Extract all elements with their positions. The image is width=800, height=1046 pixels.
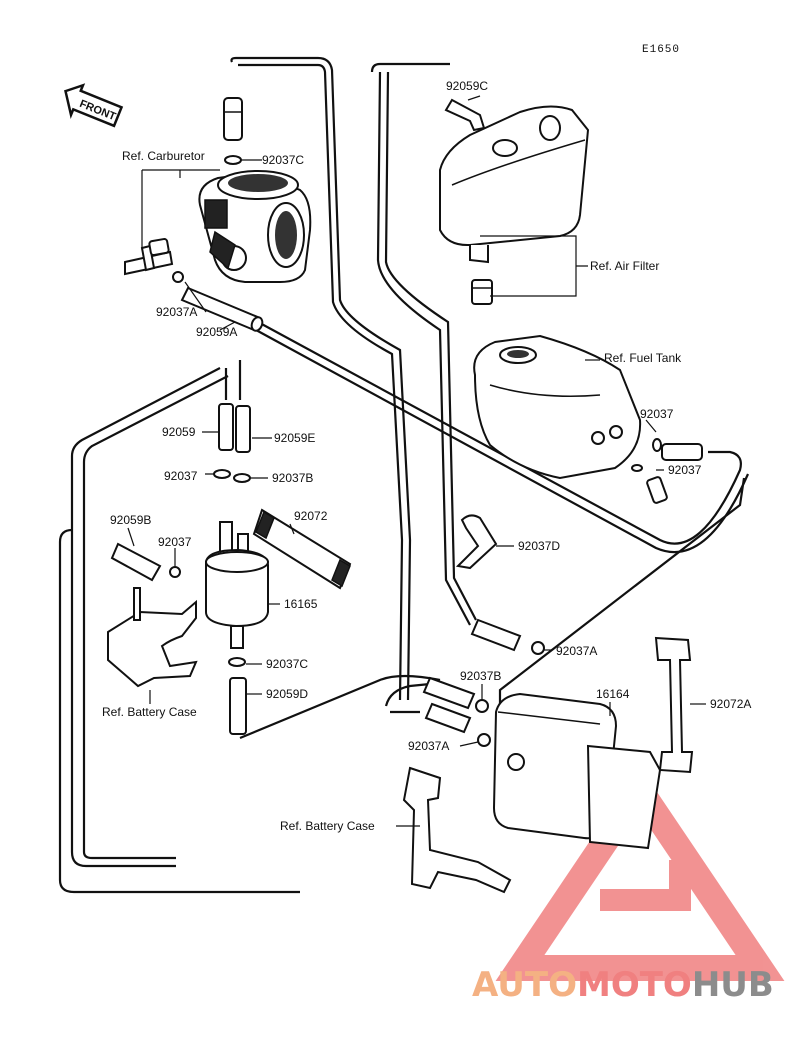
hose-routing	[58, 56, 750, 894]
diagram-code: E1650	[642, 44, 680, 56]
front-arrow-icon: FRONT	[64, 83, 124, 128]
label-92072: 92072	[294, 509, 328, 523]
carburetor	[198, 170, 312, 283]
elbow-92059c	[444, 98, 486, 132]
label-ref-carburetor: Ref. Carburetor	[122, 149, 205, 163]
label-92059a: 92059A	[196, 325, 237, 339]
label-92037c-top: 92037C	[262, 153, 304, 167]
strap-92072a	[654, 636, 694, 774]
hose-92059e	[235, 405, 251, 453]
label-92059b: 92059B	[110, 513, 151, 527]
hose-92059	[218, 403, 234, 451]
label-92059e: 92059E	[274, 431, 315, 445]
clamp-92037c-low	[228, 657, 246, 667]
clamp-92037a-top	[172, 271, 184, 283]
watermark-logo	[495, 766, 785, 981]
label-16164: 16164	[596, 687, 630, 701]
hose-fitting-top	[223, 97, 243, 165]
clamps-92037-92037b	[213, 469, 251, 483]
hoses-92037b-right	[422, 676, 491, 747]
watermark-text: AUTOMOTOHUB	[472, 965, 774, 1005]
label-ref-battery-case-2: Ref. Battery Case	[280, 819, 375, 833]
hose-92059d	[229, 677, 247, 735]
label-92037c-low: 92037C	[266, 657, 308, 671]
label-ref-fuel-tank: Ref. Fuel Tank	[604, 351, 682, 365]
hose-92037a-right	[470, 618, 545, 655]
label-92059: 92059	[162, 425, 196, 439]
label-ref-air-filter: Ref. Air Filter	[590, 259, 659, 273]
air-filter-housing	[439, 105, 590, 264]
fuel-filter-16165	[205, 521, 269, 649]
label-92037a-bottom: 92037A	[408, 739, 449, 753]
strap-92037d	[455, 514, 498, 570]
t-fitting	[124, 238, 174, 276]
label-92059c: 92059C	[446, 79, 488, 93]
label-92037a-top: 92037A	[156, 305, 197, 319]
air-filter-fitting	[471, 279, 493, 305]
hose-92059a	[180, 286, 264, 332]
label-92037d: 92037D	[518, 539, 560, 553]
label-ref-battery-case-1: Ref. Battery Case	[102, 705, 197, 719]
strap-92072	[252, 508, 352, 590]
fuel-tank	[473, 334, 642, 480]
label-92037a-right: 92037A	[556, 644, 597, 658]
watermark-auto: AUTO	[472, 965, 577, 1005]
label-92059d: 92059D	[266, 687, 308, 701]
label-92072a: 92072A	[710, 697, 751, 711]
watermark-hub: HUB	[692, 965, 774, 1005]
label-92037-filter: 92037	[158, 535, 192, 549]
canister-16164	[492, 692, 662, 850]
leader-lines	[127, 95, 706, 827]
label-92037-tank-b: 92037	[668, 463, 702, 477]
label-92037-left: 92037	[164, 469, 198, 483]
battery-case-bracket-left	[107, 587, 198, 688]
battery-case-bracket-bottom	[402, 766, 512, 894]
clamp-92037-filter	[169, 566, 181, 578]
label-16165: 16165	[284, 597, 318, 611]
hose-92059b	[110, 542, 162, 582]
label-92037b-mid: 92037B	[272, 471, 313, 485]
label-92037-tank-a: 92037	[640, 407, 674, 421]
watermark-moto: MOTO	[577, 965, 692, 1005]
tank-fittings	[631, 438, 703, 504]
label-92037b-right: 92037B	[460, 669, 501, 683]
